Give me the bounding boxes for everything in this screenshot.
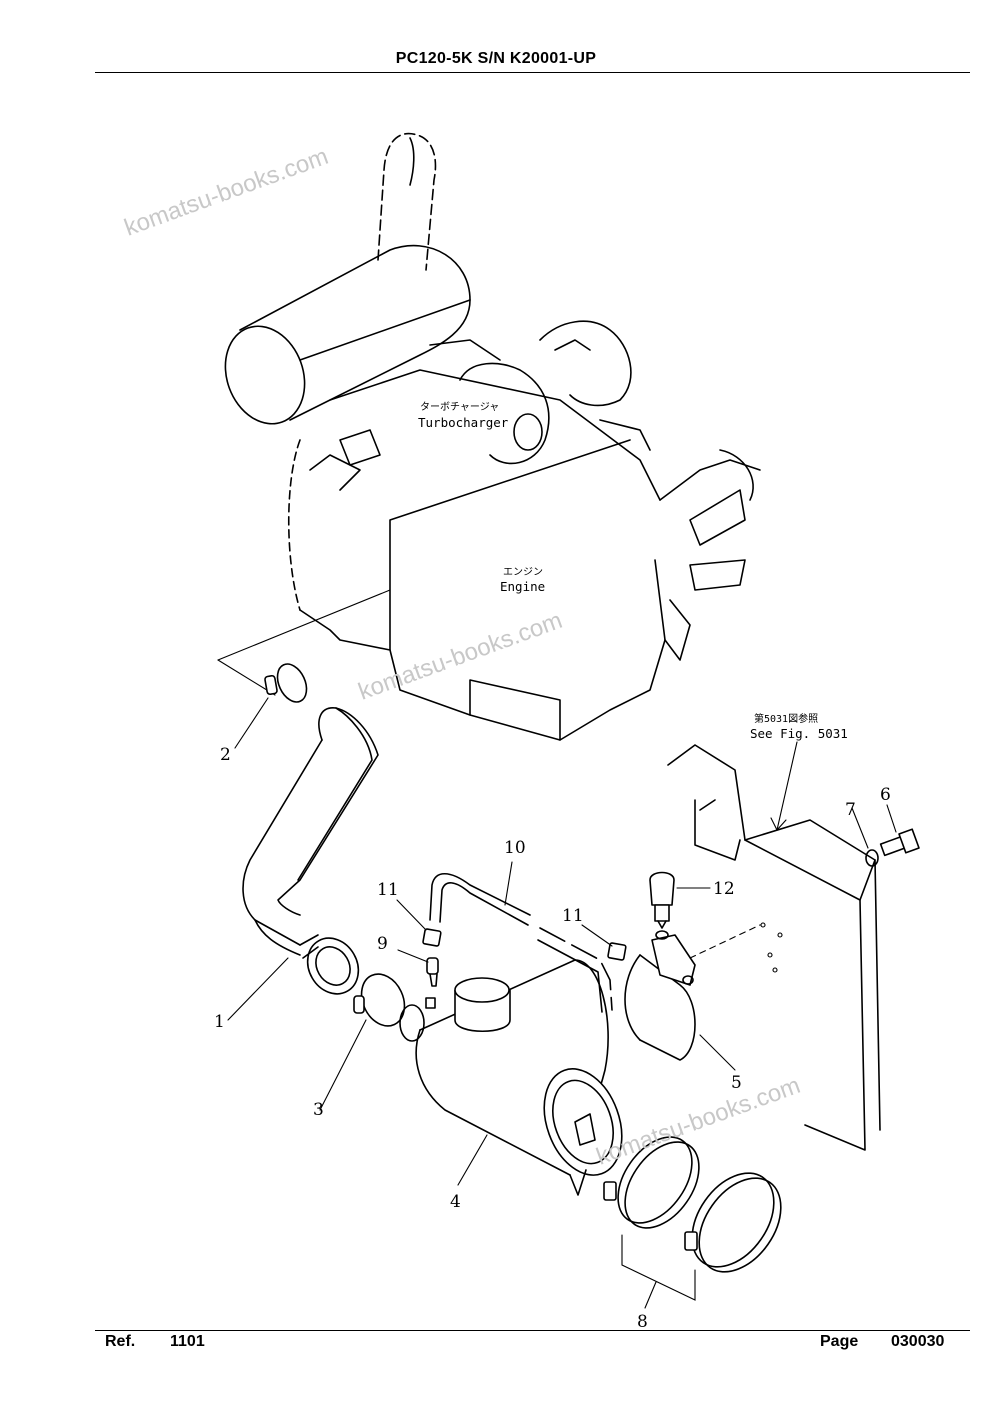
page-title: PC120-5K S/N K20001-UP: [395, 50, 597, 67]
part-6-bolt: [879, 828, 920, 857]
callout-3: 3: [313, 1100, 324, 1120]
part-2-clamp: [264, 663, 308, 703]
see-fig-label: See Fig. 5031: [750, 726, 848, 741]
part-7-washer: [865, 849, 879, 867]
turbocharger: [429, 339, 550, 465]
page-label: Page: [820, 1333, 859, 1350]
muffler: [224, 244, 471, 425]
callout-2: 2: [220, 745, 231, 765]
watermark-top: komatsu-books.com: [121, 143, 332, 242]
cooling-fan: [659, 449, 761, 661]
part-10-hose: [429, 872, 613, 1013]
part-1-intake-hose: [242, 707, 379, 995]
part-3-clamp: [353, 973, 406, 1027]
part-8-band-clamps: [603, 1136, 782, 1273]
footer-divider: [95, 1330, 970, 1331]
callout-5: 5: [731, 1073, 742, 1093]
callout-4: 4: [450, 1192, 461, 1212]
part-4-air-cleaner: [399, 959, 623, 1196]
callout-8: 8: [637, 1312, 648, 1332]
page-value: 030030: [891, 1333, 945, 1350]
turbocharger-label-jp: ターボチャージャ: [420, 401, 499, 413]
callout-10: 10: [504, 838, 526, 858]
callout-11-right: 11: [562, 906, 584, 926]
header-divider: [95, 72, 970, 73]
ref-label: Ref.: [105, 1333, 136, 1350]
part-11-clip-right: [607, 942, 627, 961]
engine-block: [287, 320, 666, 741]
exhaust-pipe: [377, 132, 437, 271]
callout-12: 12: [713, 879, 735, 899]
part-11-clip-left: [422, 928, 442, 947]
callout-1: 1: [214, 1012, 225, 1032]
turbocharger-label: Turbocharger: [418, 415, 509, 430]
part-5-bracket: [624, 930, 696, 1061]
ref-value: 1101: [170, 1333, 205, 1350]
callout-11-left: 11: [377, 880, 399, 900]
part-12-vacuum-switch: [649, 871, 675, 929]
callout-6: 6: [880, 785, 891, 805]
callout-7: 7: [845, 800, 856, 820]
callout-9: 9: [377, 934, 388, 954]
see-fig-label-jp: 第5031図参照: [754, 712, 818, 725]
engine-label-jp: エンジン: [503, 567, 543, 578]
watermark-middle: komatsu-books.com: [355, 607, 566, 706]
part-9-dust-indicator: [426, 957, 439, 987]
mounting-panel: [667, 744, 881, 1151]
engine-label: Engine: [500, 579, 545, 594]
watermark-bottom: komatsu-books.com: [593, 1072, 804, 1171]
